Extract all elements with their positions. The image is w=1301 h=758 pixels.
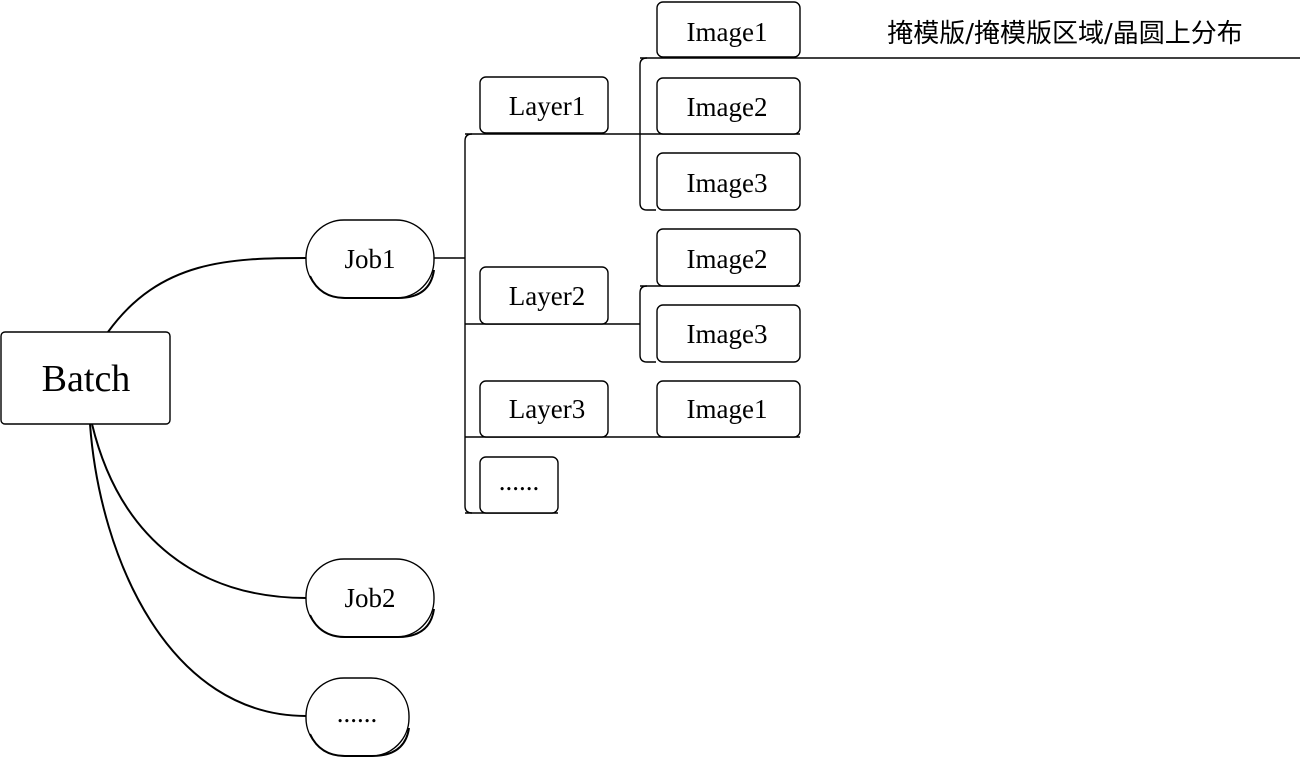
image-label-1: Image1 xyxy=(687,17,768,47)
job-node-more: ...... xyxy=(305,677,410,757)
image-label-4: Image2 xyxy=(687,244,768,274)
connector-batch-job2 xyxy=(91,423,307,599)
job-label-1: Job1 xyxy=(344,244,395,274)
connector-batch-job-more xyxy=(89,423,307,717)
bracket-layer1-images xyxy=(639,57,656,211)
image-label-3: Image3 xyxy=(687,168,768,198)
image-node-1: Image1 xyxy=(656,1,801,58)
batch-label: Batch xyxy=(42,358,131,400)
annotation-text: 掩模版/掩模版区域/晶圆上分布 xyxy=(887,19,1243,49)
image-node-6: Image1 xyxy=(656,380,801,438)
batch-node: Batch xyxy=(0,331,171,425)
job-label-2: Job2 xyxy=(344,583,395,613)
connector-batch-job1 xyxy=(107,257,307,333)
image-node-2: Image2 xyxy=(656,77,801,135)
bracket-layer2-images xyxy=(639,285,656,363)
layer-label-3: Layer3 xyxy=(509,394,585,424)
image-node-3: Image3 xyxy=(656,152,801,211)
layer-label-1: Layer1 xyxy=(509,91,585,121)
job-label-more: ...... xyxy=(337,698,378,728)
job-node-2: Job2 xyxy=(305,558,435,638)
image-node-5: Image3 xyxy=(656,304,801,363)
job-node-1: Job1 xyxy=(305,219,435,299)
image-label-5: Image3 xyxy=(687,319,768,349)
layer-node-1: Layer1 xyxy=(479,76,609,134)
image-label-2: Image2 xyxy=(687,92,768,122)
layer-label-more: ...... xyxy=(499,466,540,496)
layer-node-more: ...... xyxy=(479,456,559,514)
layer-label-2: Layer2 xyxy=(509,281,585,311)
layer-node-2: Layer2 xyxy=(479,266,609,325)
image-label-6: Image1 xyxy=(687,394,768,424)
image-node-4: Image2 xyxy=(656,228,801,287)
layer-node-3: Layer3 xyxy=(479,380,609,438)
